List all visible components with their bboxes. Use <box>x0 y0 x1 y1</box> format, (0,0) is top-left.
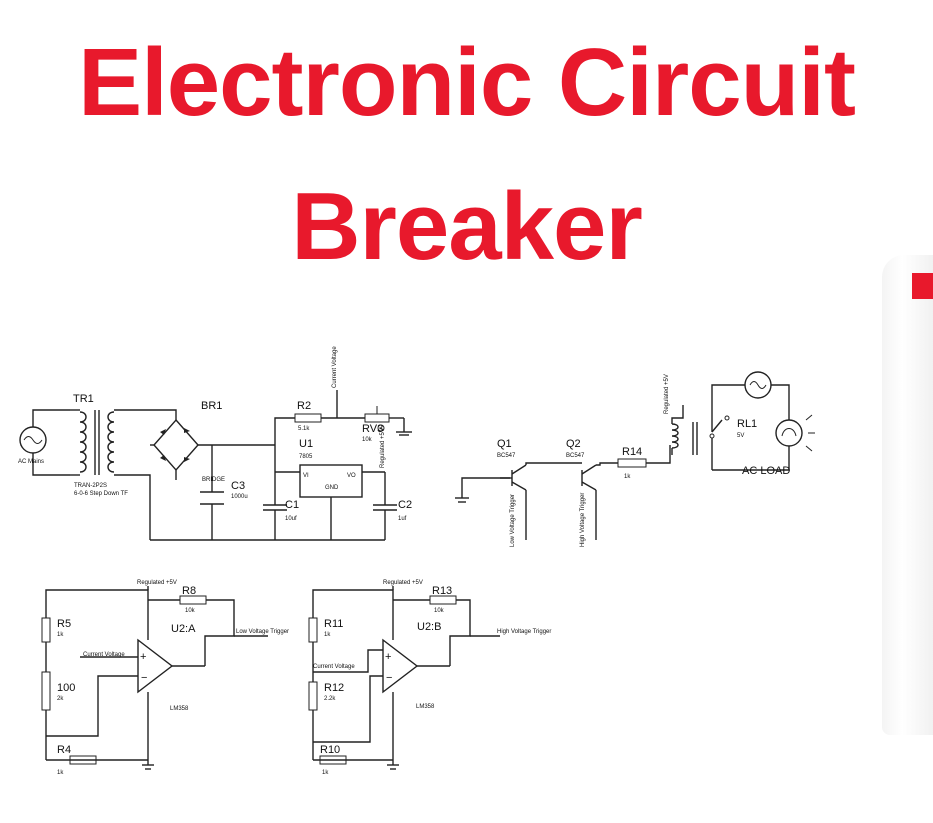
r12-value: 2.2k <box>324 696 336 702</box>
transformer-tr1: TR1 TRAN-2P2S 6-0-6 Step Down TF <box>70 393 128 497</box>
resistor-r13: R13 10k High Voltage Trigger <box>429 585 551 666</box>
q2-ref: Q2 <box>566 438 581 450</box>
current-voltage-label: Current Voltage <box>332 346 338 388</box>
u1-part: 7805 <box>299 454 313 460</box>
regulated-5v-label-u1: Regulated +5V <box>380 428 386 468</box>
resistor-r12: R12 2.2k <box>308 672 344 760</box>
regulated-5v-label-a: Regulated +5V <box>137 580 177 586</box>
c1-value: 10uf <box>285 516 297 522</box>
resistor-r14: R14 1k <box>617 446 671 480</box>
current-voltage-label-a: Current Voltage <box>83 652 125 658</box>
c1-ref: C1 <box>285 499 299 511</box>
low-voltage-trigger-label-q: Low Voltage Trigger <box>510 494 516 547</box>
ground-left <box>455 477 510 503</box>
c3-value: 1000u <box>231 494 248 500</box>
c2-ref: C2 <box>398 499 412 511</box>
relay-rl1: Regulated +5V RL1 5V <box>664 374 757 470</box>
regulated-5v-label-b: Regulated +5V <box>383 580 423 586</box>
photo-red-band <box>912 273 933 299</box>
r8-ref: R8 <box>182 585 196 597</box>
r4-value: 1k <box>57 770 64 776</box>
bridge-rectifier-br1: BR1 <box>114 400 275 540</box>
u1-vi: VI <box>303 473 309 479</box>
regulated-5v-label-relay: Regulated +5V <box>664 374 670 414</box>
rl1-value: 5V <box>737 433 744 439</box>
capacitor-c3: C3 BRIDGE 1000u <box>200 445 248 540</box>
r14-value: 1k <box>624 474 631 480</box>
r5-ref: R5 <box>57 618 71 630</box>
svg-text:+: + <box>385 651 391 663</box>
r12-ref: R12 <box>324 682 344 694</box>
br1-ref: BR1 <box>201 400 222 412</box>
r2-value: 5.1k <box>298 426 310 432</box>
resistor-r4: R4 1k <box>57 744 97 776</box>
u1-ref: U1 <box>299 438 313 450</box>
regulator-u1: U1 7805 VI VO GND Regulated +5V <box>274 428 386 540</box>
capacitor-c1: C1 10uf <box>263 472 299 540</box>
resistor-r8: R8 10k Low Voltage Trigger <box>179 585 289 666</box>
u1-gnd: GND <box>325 485 339 491</box>
ac-load-source <box>711 371 790 471</box>
u1-vo: VO <box>347 473 356 479</box>
current-voltage-node: Current Voltage <box>332 346 338 418</box>
svg-text:−: − <box>141 672 147 684</box>
ac-load-label: AC LOAD <box>742 465 790 477</box>
rl1-ref: RL1 <box>737 418 757 430</box>
c3-part: BRIDGE <box>202 477 225 483</box>
capacitor-c2: C2 1uf <box>373 472 412 540</box>
r2-ref: R2 <box>297 400 311 412</box>
r11-ref: R11 <box>324 618 343 630</box>
q1-part: BC547 <box>497 453 516 459</box>
transistor-q2: Q2 BC547 High Voltage Trigger <box>566 438 618 547</box>
r5-value: 1k <box>57 632 64 638</box>
q2-part: BC547 <box>566 453 585 459</box>
r10-ref: R10 <box>320 744 340 756</box>
circuit-breaker-photo <box>882 255 933 735</box>
tr1-ref: TR1 <box>73 393 94 405</box>
high-voltage-trigger-label-b: High Voltage Trigger <box>497 629 551 635</box>
rv3-value: 10k <box>362 437 373 443</box>
r13-ref: R13 <box>432 585 452 597</box>
q1-ref: Q1 <box>497 438 512 450</box>
low-voltage-trigger-label-a: Low Voltage Trigger <box>236 629 289 635</box>
potentiometer-rv3: RV3 10k <box>362 406 412 443</box>
resistor-100: 100 2k <box>41 671 75 760</box>
c2-value: 1uf <box>398 516 407 522</box>
tr1-part: TRAN-2P2S <box>74 483 107 489</box>
rv3-ref: RV3 <box>362 423 383 435</box>
resistor-r10: R10 1k <box>319 744 347 776</box>
transistor-q1: Q1 BC547 Low Voltage Trigger <box>497 438 582 547</box>
tr1-desc: 6-0-6 Step Down TF <box>74 491 128 497</box>
ac-mains-source: AC Mains <box>18 409 70 476</box>
r14-ref: R14 <box>622 446 642 458</box>
current-voltage-label-b: Current Voltage <box>313 664 355 670</box>
r11-value: 1k <box>324 632 331 638</box>
r100-ref: 100 <box>57 682 75 694</box>
opamp-u2a: + − Current Voltage U2:A LM358 <box>46 623 205 737</box>
r10-value: 1k <box>322 770 329 776</box>
high-voltage-trigger-label-q: High Voltage Trigger <box>580 493 586 547</box>
resistor-r5: R5 1k <box>41 598 71 672</box>
u2a-part: LM358 <box>170 706 189 712</box>
title-line-2: Breaker <box>291 173 643 280</box>
r4-ref: R4 <box>57 744 71 756</box>
r13-value: 10k <box>434 608 445 614</box>
lamp-load: AC LOAD <box>742 414 815 477</box>
resistor-r2: R2 5.1k <box>274 400 365 445</box>
svg-text:−: − <box>386 672 392 684</box>
resistor-r11: R11 1k <box>308 598 343 672</box>
comparator-b-rails: Regulated +5V <box>312 580 430 770</box>
r8-value: 10k <box>185 608 196 614</box>
r100-value: 2k <box>57 696 64 702</box>
ac-mains-label: AC Mains <box>18 459 44 465</box>
u2a-ref: U2:A <box>171 623 196 635</box>
opamp-u2b: + − Current Voltage U2:B LM358 <box>313 621 450 743</box>
u2b-ref: U2:B <box>417 621 441 633</box>
u2b-part: LM358 <box>416 704 435 710</box>
c3-ref: C3 <box>231 480 245 492</box>
comparator-a-rails: Regulated +5V <box>45 580 180 770</box>
svg-text:+: + <box>140 651 146 663</box>
title-line-1: Electronic Circuit <box>78 29 856 136</box>
